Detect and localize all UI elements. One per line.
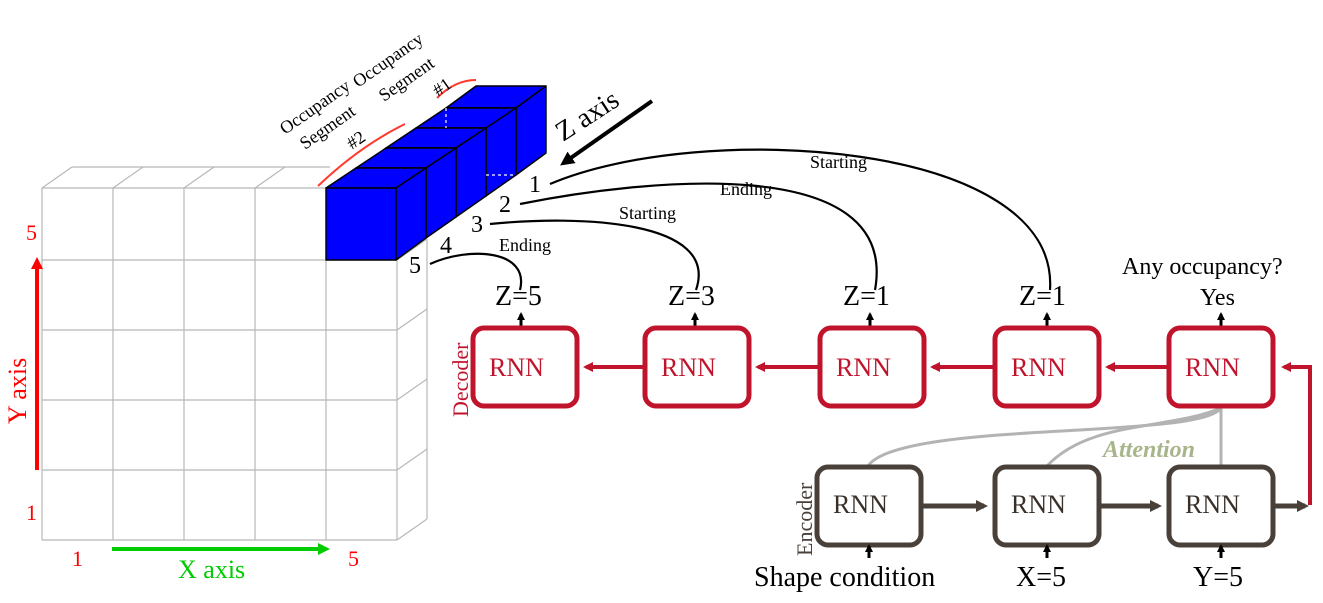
voxel-grid bbox=[41, 166, 428, 541]
z-tick-3: 3 bbox=[471, 212, 483, 238]
decoder-rnn-2 bbox=[642, 325, 752, 409]
z-tick-2: 2 bbox=[499, 192, 511, 218]
decoder-rnn-5-label: RNN bbox=[1185, 353, 1240, 382]
decoder-rnn-5 bbox=[1166, 325, 1276, 409]
encoder-rnn-3-label: RNN bbox=[1185, 490, 1240, 519]
decoder-rnn-2-label: RNN bbox=[661, 353, 716, 382]
arc-near-ending bbox=[429, 252, 523, 291]
attention-lines bbox=[866, 406, 1223, 468]
segment-1-label-c: #1 bbox=[429, 74, 455, 101]
z-axis: Z axis bbox=[550, 84, 654, 166]
y-tick-bottom: 1 bbox=[26, 500, 37, 525]
arc-far-ending bbox=[519, 182, 878, 291]
z-axis-label: Z axis bbox=[550, 84, 625, 148]
encoder-to-decoder-link bbox=[1281, 362, 1312, 505]
decoder-rnn-1 bbox=[470, 325, 580, 409]
encoder-rnn-2-label: RNN bbox=[1011, 490, 1066, 519]
encoder-row: RNN RNN RNN Encoder Shape condition X=5 … bbox=[754, 464, 1309, 593]
decoder-output-2: Z=3 bbox=[668, 281, 715, 312]
arc-near-starting bbox=[489, 219, 700, 291]
z-tick-4: 4 bbox=[440, 233, 452, 259]
decoder-row: RNN RNN RNN RNN RNN Decoder bbox=[448, 325, 1312, 505]
arc-far-starting-label: Starting bbox=[810, 152, 867, 172]
decoder-label: Decoder bbox=[448, 342, 473, 417]
encoder-input-3: Y=5 bbox=[1193, 562, 1243, 593]
segment-2-brace bbox=[317, 123, 406, 187]
decoder-output-4: Z=1 bbox=[1019, 281, 1066, 312]
decoder-output-5: Yes bbox=[1200, 285, 1235, 311]
arc-far-starting bbox=[549, 148, 1052, 291]
link-arcs bbox=[429, 148, 1052, 291]
decoder-rnn-4 bbox=[992, 325, 1102, 409]
empty-voxel-hint bbox=[445, 108, 516, 176]
x-tick-start: 1 bbox=[72, 546, 83, 571]
decoder-output-arrows bbox=[517, 312, 1225, 327]
segment-2-label-c: #2 bbox=[343, 127, 369, 154]
z-tick-1: 1 bbox=[529, 172, 541, 198]
segment-1-brace bbox=[436, 79, 477, 99]
arc-near-starting-label: Starting bbox=[619, 203, 676, 223]
decoder-rnn-4-label: RNN bbox=[1011, 353, 1066, 382]
encoder-input-1: Shape condition bbox=[754, 562, 935, 593]
segment-2-line3: #2 bbox=[343, 127, 369, 154]
decoder-rnn-3-label: RNN bbox=[836, 353, 891, 382]
decoder-output-1: Z=5 bbox=[495, 281, 542, 312]
encoder-rnn-1-label: RNN bbox=[833, 490, 888, 519]
y-tick-top: 5 bbox=[26, 220, 37, 245]
z-tick-5: 5 bbox=[409, 253, 421, 279]
arc-near-ending-label: Ending bbox=[499, 235, 551, 255]
decoder-question: Any occupancy? bbox=[1122, 254, 1283, 280]
decoder-rnn-1-label: RNN bbox=[489, 353, 544, 382]
attention-line-1 bbox=[866, 406, 1223, 467]
x-axis-label: X axis bbox=[178, 555, 245, 584]
encoder-label: Encoder bbox=[792, 482, 817, 556]
encoder-input-2: X=5 bbox=[1016, 562, 1066, 593]
attention-line-2 bbox=[1045, 406, 1222, 468]
occupancy-cubes bbox=[325, 85, 547, 261]
x-tick-end: 5 bbox=[348, 546, 359, 571]
y-axis-label: Y axis bbox=[3, 358, 32, 424]
arc-far-ending-label: Ending bbox=[720, 179, 772, 199]
encoder-input-arrows bbox=[865, 544, 1225, 558]
z-axis-arrow-icon bbox=[560, 99, 654, 166]
decoder-output-3: Z=1 bbox=[843, 281, 890, 312]
attention-label: Attention bbox=[1101, 437, 1195, 463]
segment-1-line3: #1 bbox=[429, 74, 455, 101]
decoder-rnn-3 bbox=[817, 325, 927, 409]
